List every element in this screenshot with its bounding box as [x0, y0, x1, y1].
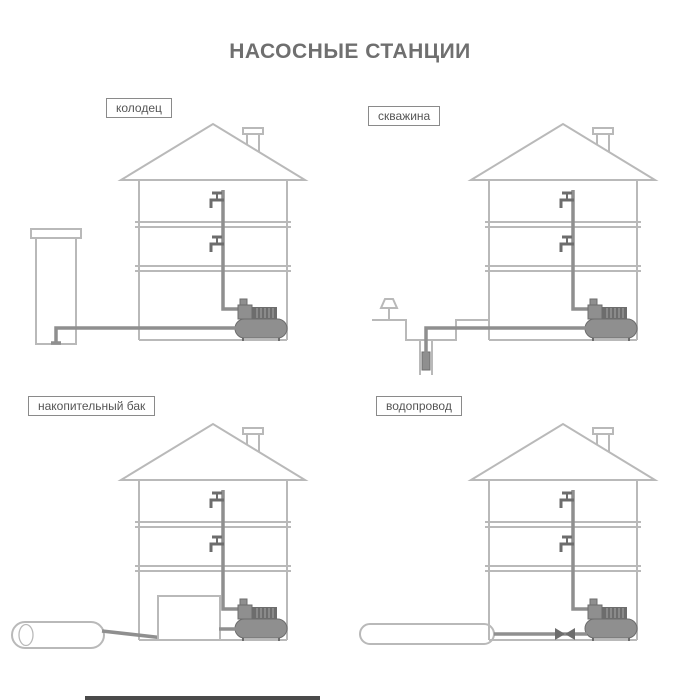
feed-pipe	[101, 629, 165, 640]
panel-label-storage-tank: накопительный бак	[28, 396, 156, 416]
valve-icon	[555, 628, 575, 640]
bottom-crop-artifact	[85, 696, 320, 700]
suction-pipe	[51, 326, 237, 345]
panel-label-well: колодец	[106, 98, 172, 118]
storage-tank-diagram	[11, 422, 307, 649]
vent-cap-icon	[379, 298, 399, 320]
water-main-pipe	[359, 623, 495, 645]
panel-label-water-main: водопровод	[376, 396, 462, 416]
water-main-diagram	[359, 422, 657, 645]
suction-pipe	[424, 326, 587, 366]
indoor-tank	[157, 595, 221, 641]
borehole-pit	[372, 319, 489, 341]
house-structure	[469, 422, 657, 643]
borehole-diagram	[372, 122, 657, 375]
well-diagram	[30, 122, 307, 345]
outdoor-tank	[11, 621, 105, 649]
house-structure	[119, 122, 307, 343]
page-title: НАСОСНЫЕ СТАНЦИИ	[229, 40, 471, 63]
panel-label-borehole: скважина	[368, 106, 441, 126]
house-structure	[469, 122, 657, 343]
